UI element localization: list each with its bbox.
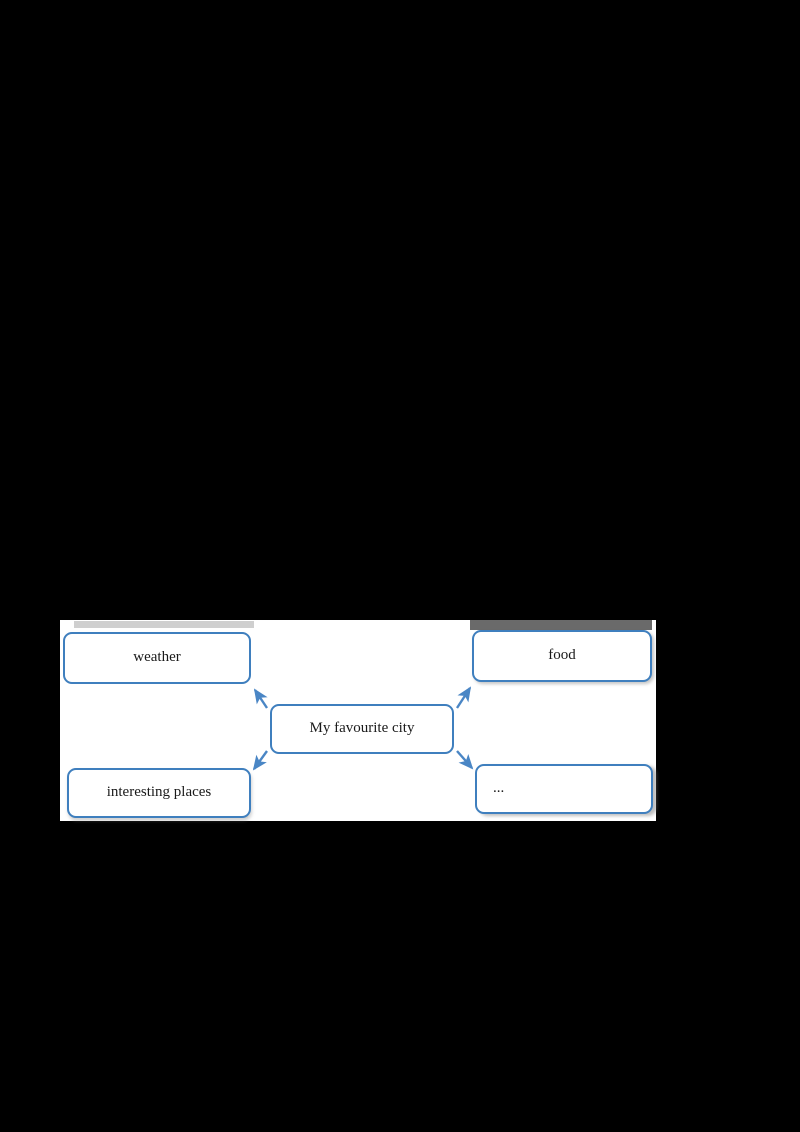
node-weather-label: weather [133,649,181,666]
node-ellipsis-label: ... [493,780,505,797]
connector-center-to-etc [456,750,474,770]
node-center-my-favourite-city[interactable]: My favourite city [270,704,454,754]
node-interesting-places-label: interesting places [106,784,212,801]
node-food-label: food [548,647,576,664]
node-weather[interactable]: weather [63,632,251,684]
node-ellipsis-placeholder[interactable]: ... [475,764,653,814]
diagram-canvas: weather food My favourite city interesti… [60,620,656,821]
connector-center-to-places [252,750,268,771]
node-interesting-places[interactable]: interesting places [67,768,251,818]
node-food[interactable]: food [472,630,652,682]
node-center-label: My favourite city [309,720,415,737]
scan-artifact-bar-top-right [470,620,652,630]
connector-center-to-weather [253,688,268,709]
scan-artifact-bar-top-left [74,621,254,628]
connector-center-to-food [455,686,472,709]
